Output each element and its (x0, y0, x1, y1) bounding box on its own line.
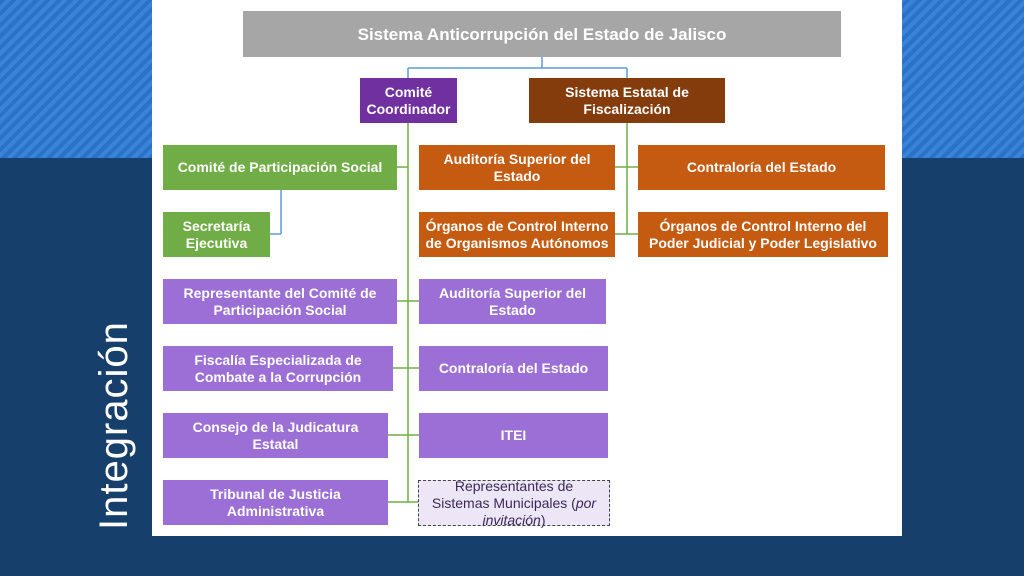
municipal-emphasis: por invitación (482, 494, 597, 528)
sistema-fiscalizacion-node: Sistema Estatal de Fiscalización (529, 78, 725, 123)
tribunal-justicia-node: Tribunal de Justicia Administrativa (163, 480, 388, 525)
representantes-municipales-node: Representantes de Sistemas Municipales (… (418, 477, 610, 528)
municipal-suffix: ) (540, 511, 546, 528)
representante-comite-node: Representante del Comité de Participació… (163, 279, 397, 324)
municipal-prefix: Representantes de Sistemas Municipales ( (431, 477, 576, 511)
contraloria-comite-node: Contraloría del Estado (419, 346, 608, 391)
organos-control-poderes-node: Órganos de Control Interno del Poder Jud… (638, 212, 888, 257)
comite-coordinador-node: Comité Coordinador (360, 78, 457, 123)
comite-participacion-social-node: Comité de Participación Social (163, 145, 397, 190)
auditoria-superior-fiscalizacion-node: Auditoría Superior del Estado (419, 145, 615, 190)
slide-title: Integración (92, 321, 136, 530)
organos-control-autonomos-node: Órganos de Control Interno de Organismos… (419, 212, 615, 257)
itei-node: ITEI (419, 413, 608, 458)
secretaria-ejecutiva-node: Secretaría Ejecutiva (163, 212, 270, 257)
consejo-judicatura-node: Consejo de la Judicatura Estatal (163, 413, 388, 458)
root-node: Sistema Anticorrupción del Estado de Jal… (243, 11, 841, 57)
fiscalia-especializada-node: Fiscalía Especializada de Combate a la C… (163, 346, 393, 391)
auditoria-superior-comite-node: Auditoría Superior del Estado (419, 279, 606, 324)
contraloria-fiscalizacion-node: Contraloría del Estado (638, 145, 885, 190)
